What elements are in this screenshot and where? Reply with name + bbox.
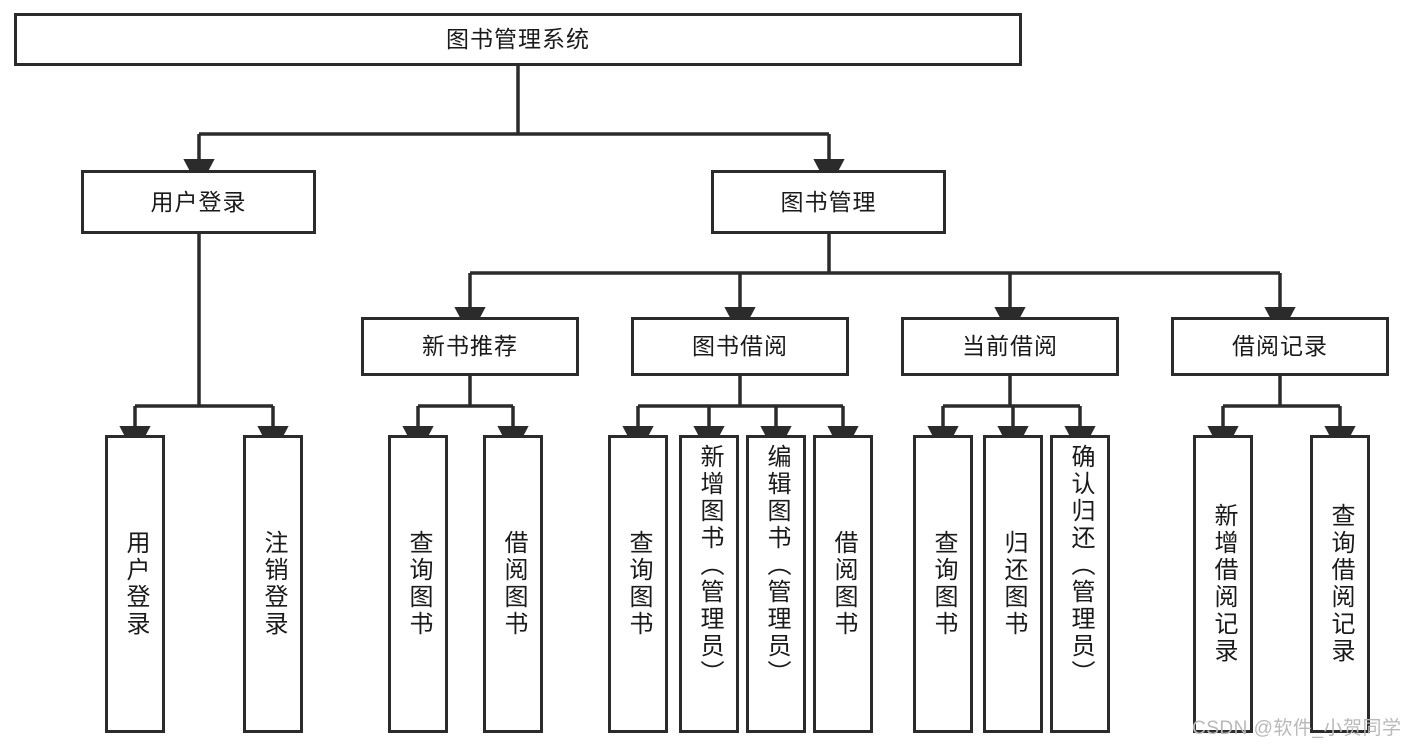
leaf-br-add-record[interactable]: 新增借阅记录 <box>1193 435 1253 733</box>
leaf-br-add-record-label: 新增借阅记录 <box>1209 503 1237 665</box>
leaf-cb-query-book-label: 查询图书 <box>929 530 957 638</box>
leaf-bb-borrow-book-label: 借阅图书 <box>829 530 857 638</box>
node-book-borrow-label: 图书借阅 <box>692 333 788 360</box>
leaf-br-query-record[interactable]: 查询借阅记录 <box>1310 435 1370 733</box>
node-current-borrow[interactable]: 当前借阅 <box>901 317 1119 376</box>
leaf-cb-query-book[interactable]: 查询图书 <box>913 435 973 733</box>
leaf-nb-query-book-label: 查询图书 <box>404 530 432 638</box>
leaf-user-login-label: 用户登录 <box>121 530 149 638</box>
leaf-bb-edit-book[interactable]: 编辑图书（管理员） <box>746 435 806 733</box>
leaf-user-login[interactable]: 用户登录 <box>105 435 165 733</box>
leaf-bb-add-book-label: 新增图书（管理员） <box>695 444 723 687</box>
node-book-management[interactable]: 图书管理 <box>711 170 946 234</box>
leaf-br-query-record-label: 查询借阅记录 <box>1326 503 1354 665</box>
node-root-label: 图书管理系统 <box>446 26 590 53</box>
leaf-nb-query-book[interactable]: 查询图书 <box>388 435 448 733</box>
node-borrow-record-label: 借阅记录 <box>1232 333 1328 360</box>
node-book-borrow[interactable]: 图书借阅 <box>631 317 849 376</box>
leaf-bb-add-book[interactable]: 新增图书（管理员） <box>679 435 739 733</box>
node-user-login[interactable]: 用户登录 <box>81 170 316 234</box>
node-book-management-label: 图书管理 <box>780 188 877 215</box>
leaf-nb-borrow-book[interactable]: 借阅图书 <box>483 435 543 733</box>
leaf-bb-borrow-book[interactable]: 借阅图书 <box>813 435 873 733</box>
leaf-cb-return-book[interactable]: 归还图书 <box>983 435 1043 733</box>
leaf-bb-query-book-label: 查询图书 <box>624 530 652 638</box>
node-borrow-record[interactable]: 借阅记录 <box>1171 317 1389 376</box>
leaf-bb-query-book[interactable]: 查询图书 <box>608 435 668 733</box>
csdn-watermark: CSDN @软件_小贺同学 <box>1192 718 1402 739</box>
node-new-book-recommend-label: 新书推荐 <box>422 333 518 360</box>
leaf-logout[interactable]: 注销登录 <box>243 435 303 733</box>
leaf-nb-borrow-book-label: 借阅图书 <box>499 530 527 638</box>
leaf-cb-confirm-return-label: 确认归还（管理员） <box>1066 444 1094 687</box>
leaf-bb-edit-book-label: 编辑图书（管理员） <box>762 444 790 687</box>
leaf-cb-confirm-return[interactable]: 确认归还（管理员） <box>1050 435 1110 733</box>
node-user-login-label: 用户登录 <box>150 188 247 215</box>
node-new-book-recommend[interactable]: 新书推荐 <box>361 317 579 376</box>
node-current-borrow-label: 当前借阅 <box>962 333 1058 360</box>
node-root[interactable]: 图书管理系统 <box>14 13 1022 66</box>
leaf-logout-label: 注销登录 <box>259 530 287 638</box>
leaf-cb-return-book-label: 归还图书 <box>999 530 1027 638</box>
